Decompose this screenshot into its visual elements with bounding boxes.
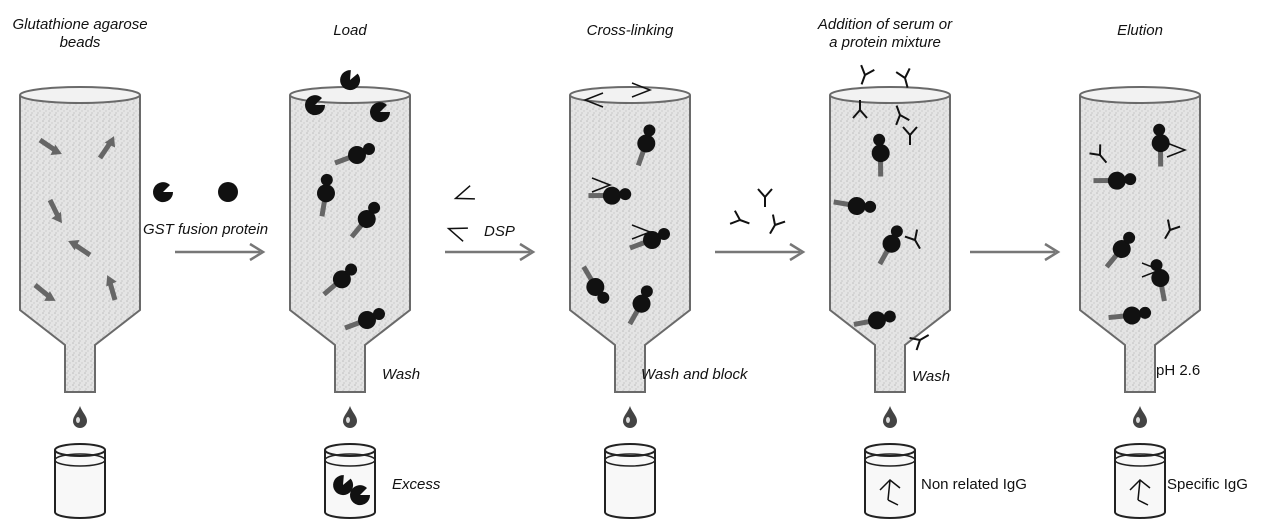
column-elution	[1079, 86, 1201, 393]
arrow-icon	[445, 242, 536, 262]
column-load	[289, 66, 411, 393]
tube-label-specific-igg: Specific IgG	[1167, 476, 1248, 493]
arrow-icon	[175, 242, 266, 262]
step-title-line: Elution	[1117, 22, 1163, 39]
column-cross-linking	[569, 82, 691, 393]
droplet-icon	[1133, 406, 1147, 428]
droplet-icon	[73, 406, 87, 428]
step-title-line: Addition of serum or	[817, 16, 953, 33]
step-title-line: Glutathione agarose	[12, 16, 148, 33]
arrow-icon	[715, 242, 806, 262]
note-wash-block: Wash and block	[641, 366, 748, 383]
step-title-line: Load	[333, 22, 367, 39]
step-title-line: beads	[59, 34, 101, 51]
collection-tube-specific-igg	[1114, 443, 1166, 519]
dsp-triangle-icon	[445, 184, 476, 243]
note-wash-1: Wash	[382, 366, 421, 383]
gst-dot-icon	[218, 182, 238, 202]
droplet-icon	[343, 406, 357, 428]
arrow-label-gst: GST fusion protein	[143, 221, 269, 238]
droplet-icon	[623, 406, 637, 428]
arrow-icon	[970, 242, 1061, 262]
gst-pacman-icon	[153, 182, 174, 203]
antibody-icon	[729, 188, 787, 239]
collection-tube	[604, 443, 656, 519]
collection-tube	[54, 443, 106, 519]
column-serum-addition	[829, 64, 951, 393]
column-glutathione-beads	[19, 86, 141, 393]
note-ph: pH 2.6	[1156, 362, 1201, 379]
step-title-elution: Elution	[1080, 22, 1200, 40]
step-title-serum: Addition of serum or a protein mixture	[790, 16, 980, 52]
step-title-beads: Glutathione agarose beads	[0, 16, 160, 52]
collection-tube-nonrelated-igg	[864, 443, 916, 519]
step-title-line: a protein mixture	[829, 34, 941, 51]
step-title-line: Cross-linking	[586, 22, 674, 39]
droplet-icon	[883, 406, 897, 428]
tube-label-excess: Excess	[392, 476, 441, 493]
arrow-label-dsp: DSP	[484, 223, 515, 240]
note-wash-2: Wash	[912, 368, 951, 385]
step-title-cross-linking: Cross-linking	[560, 22, 700, 40]
collection-tube-excess	[324, 443, 376, 519]
step-title-load: Load	[290, 22, 410, 40]
tube-label-nonrelated-igg: Non related IgG	[921, 476, 1027, 493]
